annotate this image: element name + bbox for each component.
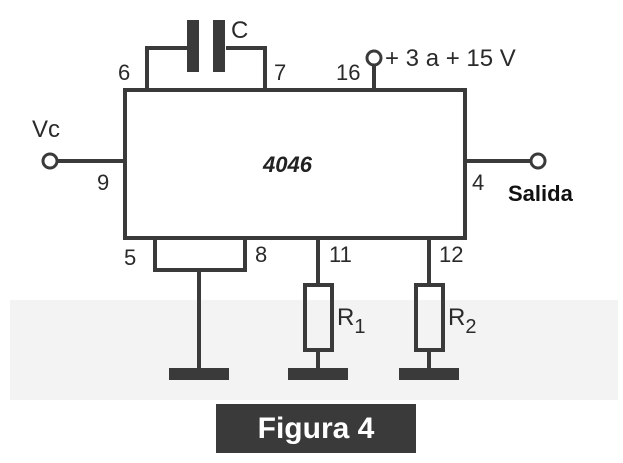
chip-label: 4046 <box>262 152 313 177</box>
pin-11-label: 11 <box>329 242 352 267</box>
resistor-r2-label: R2 <box>448 304 476 338</box>
capacitor-plate-right <box>213 20 225 72</box>
ic-body <box>123 88 467 240</box>
cap-wire-right <box>226 46 267 90</box>
pin-4-label: 4 <box>472 170 484 195</box>
supply-terminal <box>365 49 383 67</box>
pin-8-label: 8 <box>255 242 267 267</box>
input-label: Vc <box>32 116 60 143</box>
pin-7-label: 7 <box>274 60 286 85</box>
output-label: Salida <box>508 181 574 206</box>
ground-symbol-1 <box>169 368 229 380</box>
caption-box <box>216 404 416 453</box>
ground-symbol-2 <box>288 368 348 380</box>
pin-12-label: 12 <box>439 242 463 267</box>
supply-label: + 3 a + 15 V <box>385 45 516 72</box>
r2-subscript: 2 <box>465 316 476 338</box>
pin-16-label: 16 <box>336 60 360 85</box>
pin-9-label: 9 <box>97 170 109 195</box>
input-terminal <box>41 152 59 170</box>
capacitor-plate-left <box>187 20 199 72</box>
cap-wire-left <box>145 46 193 90</box>
pin5-pin8-link <box>153 238 247 272</box>
resistor-r1-label: R1 <box>337 304 365 338</box>
pin-5-label: 5 <box>124 245 136 270</box>
r1-subscript: 1 <box>354 316 365 338</box>
r1-letter: R <box>337 304 354 331</box>
capacitor-label: C <box>231 17 248 44</box>
ground-symbol-3 <box>399 368 459 380</box>
pin-6-label: 6 <box>118 60 130 85</box>
r2-letter: R <box>448 304 465 331</box>
output-terminal <box>529 152 547 170</box>
figure-caption: Figura 4 <box>257 412 375 445</box>
